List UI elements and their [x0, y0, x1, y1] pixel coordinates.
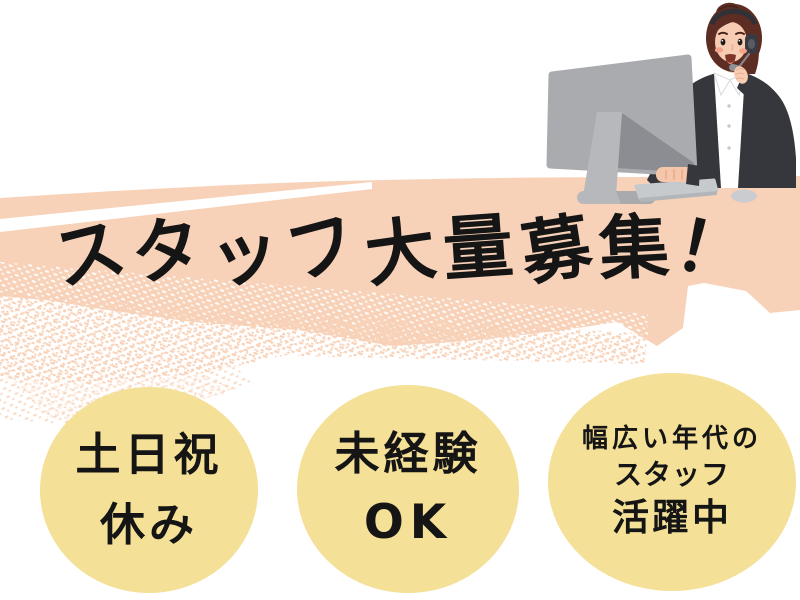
collar-left	[713, 72, 731, 97]
mouth	[725, 54, 736, 64]
badge-line: スタッフ	[613, 458, 730, 492]
shirt	[714, 73, 745, 188]
headline-char: 集	[596, 205, 672, 291]
headline-char: ！	[667, 203, 755, 299]
headline-char: 募	[515, 204, 598, 296]
headline-char: フ	[277, 199, 367, 297]
badge-line: 活躍中	[612, 495, 732, 539]
headline-char: ッ	[204, 208, 286, 300]
headline: スタッフ大量募集！	[0, 199, 800, 302]
eye-left	[720, 38, 726, 46]
brush-highlight-streak	[0, 182, 372, 232]
badge-line: 未経験	[334, 427, 482, 480]
mouse	[731, 189, 757, 203]
monitor-stand	[583, 112, 622, 196]
eye-right	[737, 38, 743, 46]
headline-char: 大	[360, 206, 441, 298]
badge-line: 休み	[99, 498, 198, 551]
monitor	[546, 54, 698, 204]
badge-wide-age-range-staff: 幅広い年代のスタッフ活躍中	[548, 373, 796, 591]
badge-line: 土日祝	[75, 428, 223, 482]
raised-hand	[734, 66, 748, 84]
brush-band	[0, 176, 800, 424]
badge-no-experience-ok: 未経験 OK	[297, 385, 519, 593]
headline-char: タ	[125, 204, 208, 297]
badge-line: 幅広い年代の	[581, 424, 762, 455]
mic-boom-icon	[737, 52, 751, 69]
headline-char: 量	[440, 204, 516, 292]
badge-weekends-holidays-off: 土日祝休み	[40, 387, 258, 593]
badge-line: OK	[363, 494, 453, 550]
typing-hand	[656, 164, 700, 186]
headset-band-icon	[709, 8, 758, 26]
